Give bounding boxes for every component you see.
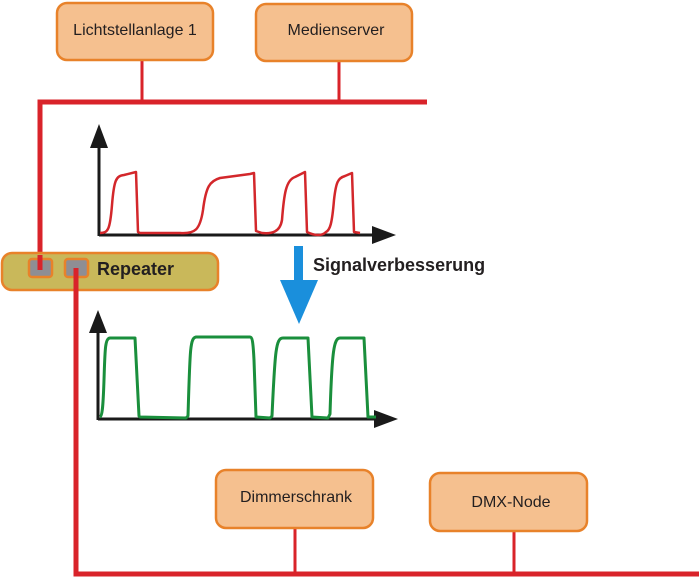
repeater-label: Repeater: [97, 259, 174, 279]
node-label-lichtstellanlage: Lichtstellanlage 1: [73, 22, 197, 39]
signal-improvement-label: Signalverbesserung: [313, 255, 485, 275]
node-medienserver: Medienserver: [254, 2, 414, 63]
lower-bus-line: [73, 268, 699, 577]
input-signal-graph: [90, 124, 396, 244]
arrow-shaft: [294, 246, 303, 284]
repeater-node: Repeater: [0, 251, 220, 292]
upper-bus-line: [37, 99, 427, 267]
input-y-axis-arrowhead: [90, 124, 108, 148]
node-dmx-node: DMX-Node: [428, 471, 589, 533]
output-x-axis-arrowhead: [374, 410, 398, 428]
signal-improvement-arrow: [280, 246, 318, 324]
arrow-head-icon: [280, 280, 318, 324]
upper-dmx-bus: [37, 60, 427, 267]
output-signal-waveform: [98, 335, 376, 420]
node-dimmerschrank: Dimmerschrank: [214, 468, 375, 530]
output-y-axis-arrowhead: [89, 310, 107, 333]
input-x-axis-arrowhead: [372, 226, 396, 244]
output-signal-graph: [89, 310, 398, 428]
input-signal-waveform: [99, 170, 361, 237]
node-lichtstellanlage: Lichtstellanlage 1: [55, 1, 215, 62]
node-label-dimmerschrank: Dimmerschrank: [240, 489, 353, 506]
node-label-dmx-node: DMX-Node: [471, 494, 550, 511]
node-label-medienserver: Medienserver: [288, 22, 386, 39]
lower-dmx-bus: [73, 268, 699, 577]
